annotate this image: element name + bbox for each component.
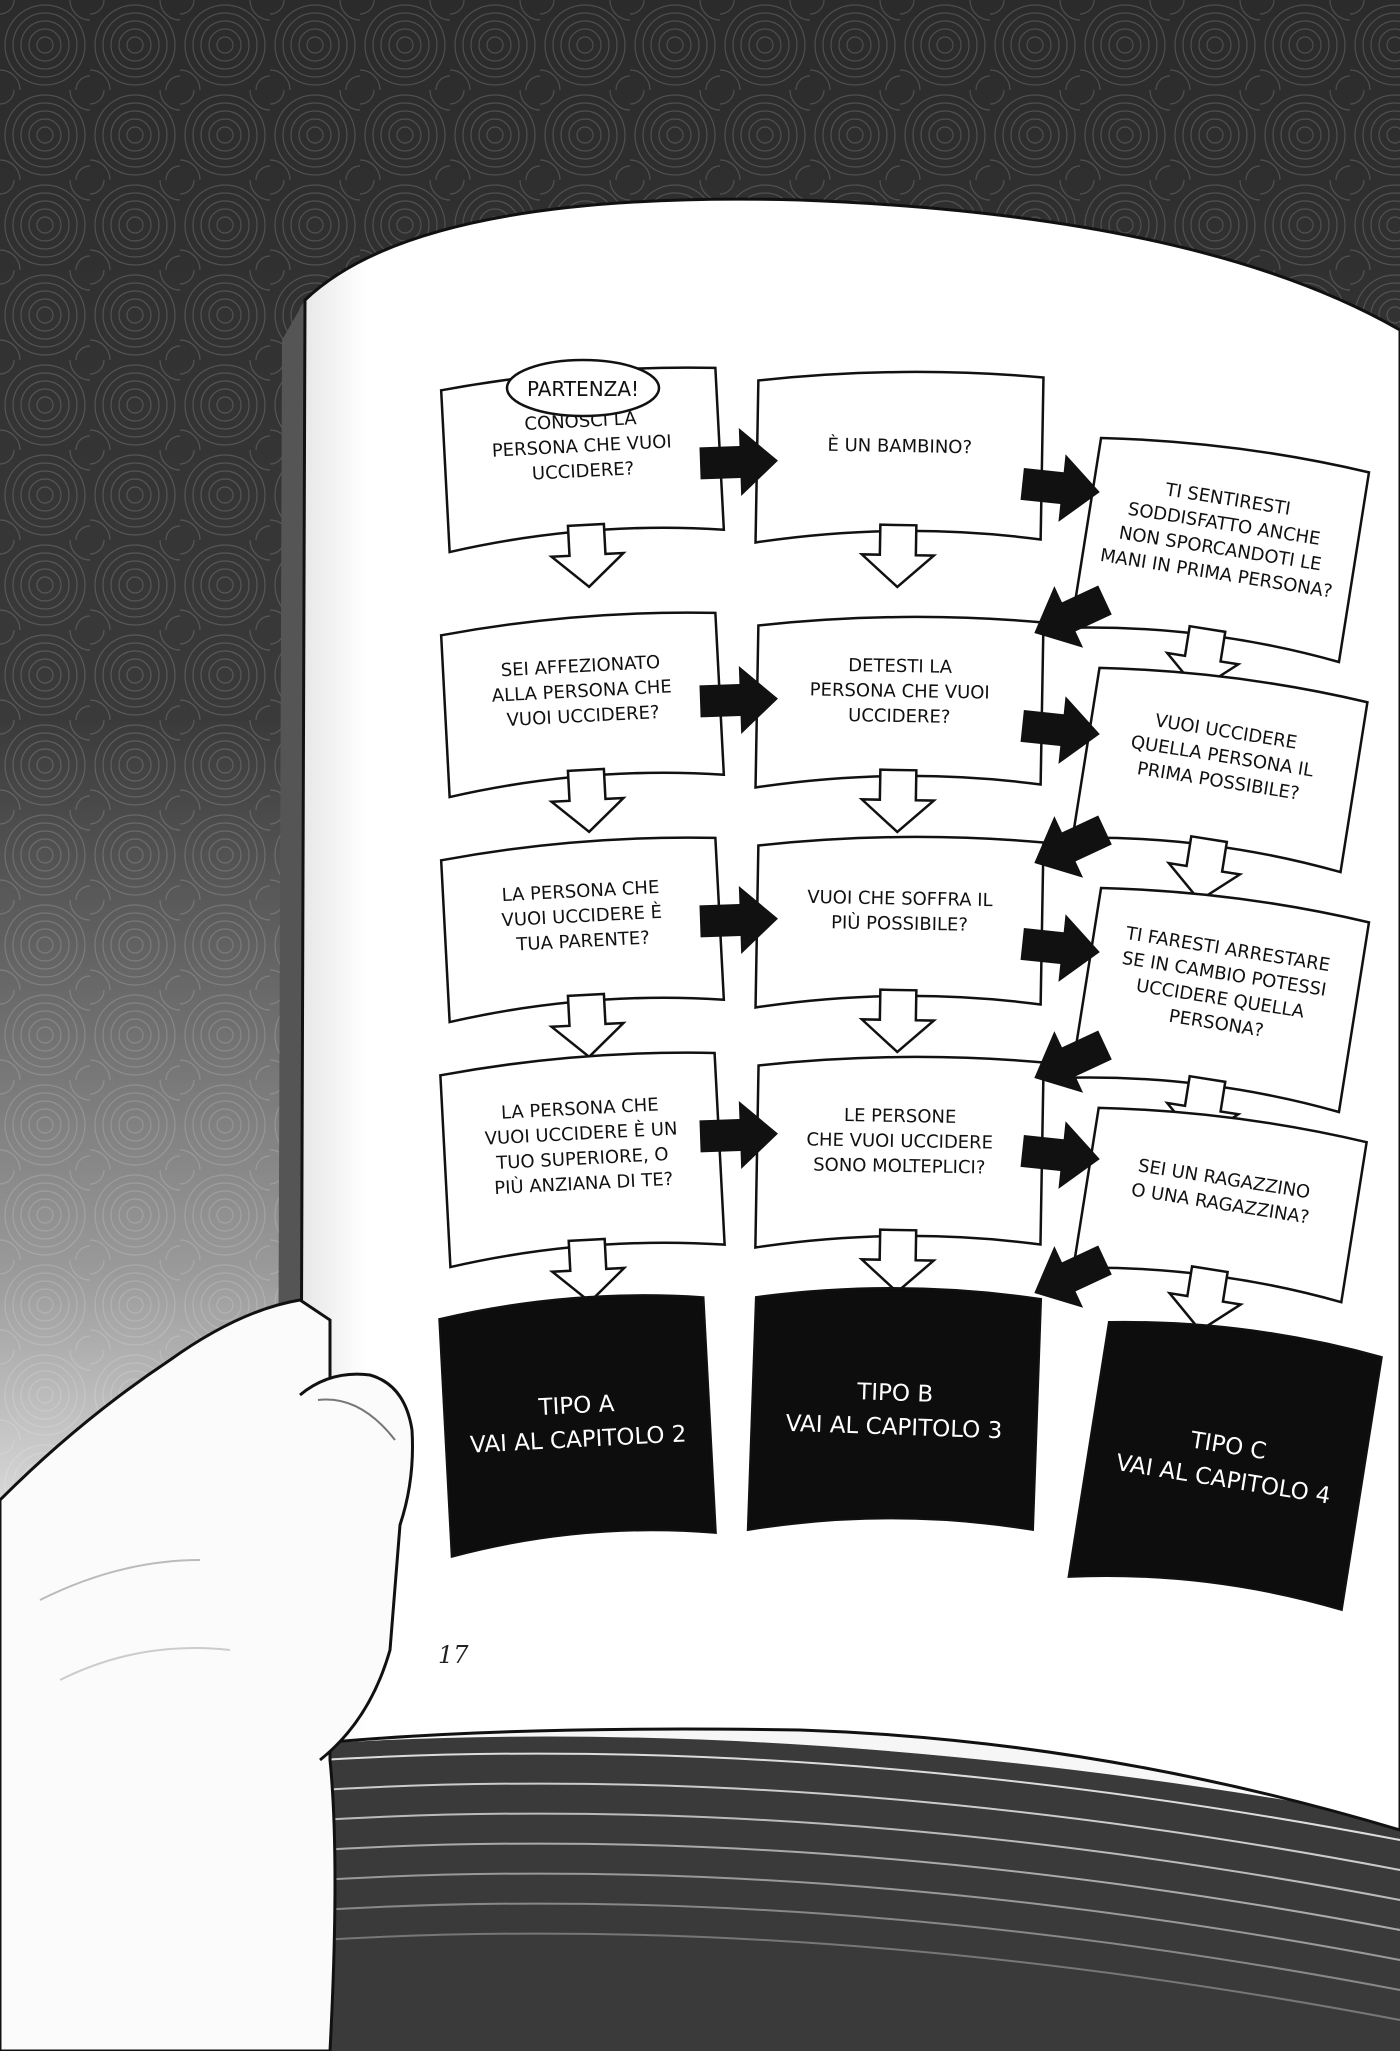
question-line: PIÙ POSSIBILE? — [831, 911, 968, 935]
question-line: LE PERSONE — [844, 1105, 957, 1128]
question-box-frame — [1069, 436, 1371, 664]
right-arrow — [699, 665, 778, 734]
page-stack — [300, 1736, 1400, 2051]
down-arrow — [858, 523, 938, 589]
question-box-frame — [754, 615, 1045, 789]
back-arrow — [1034, 1030, 1112, 1093]
question-box-b1: È UN BAMBINO? — [754, 370, 1045, 589]
question-line: CHE VUOI UCCIDERE — [806, 1129, 993, 1153]
question-box-frame — [754, 370, 1045, 544]
down-arrow — [1166, 1264, 1245, 1333]
question-box-frame — [439, 1051, 726, 1269]
right-arrow — [1020, 914, 1100, 982]
result-block-bg — [746, 1287, 1043, 1532]
down-arrow — [858, 768, 938, 834]
start-bubble — [505, 358, 661, 418]
back-arrow — [1034, 815, 1112, 878]
question-box-frame — [439, 611, 726, 799]
result-line: TIPO B — [856, 1379, 934, 1408]
question-line: UCCIDERE? — [848, 705, 951, 728]
question-box-frame — [754, 835, 1045, 1009]
result-block-bg — [1067, 1320, 1383, 1612]
down-arrow — [1165, 834, 1244, 903]
result-block-bg — [438, 1294, 717, 1559]
right-arrow — [699, 427, 778, 496]
down-arrow — [548, 992, 627, 1059]
question-box-frame — [439, 836, 726, 1024]
back-arrow — [1034, 1245, 1112, 1308]
question-line: VUOI CHE SOFFRA IL — [807, 887, 993, 911]
question-box-frame — [1071, 1106, 1369, 1304]
down-arrow — [858, 988, 938, 1054]
back-arrow — [1034, 585, 1112, 648]
down-arrow — [548, 1237, 628, 1304]
question-line: PERSONA CHE VUOI — [810, 679, 990, 703]
result-line: TIPO A — [537, 1391, 615, 1421]
question-line: SONO MOLTEPLICI? — [813, 1154, 986, 1178]
question-line: È UN BAMBINO? — [827, 434, 972, 459]
down-arrow — [548, 767, 627, 834]
down-arrow — [548, 522, 627, 589]
page-edge-left — [278, 300, 305, 1460]
question-line: DETESTI LA — [848, 655, 953, 678]
question-box-frame — [1071, 666, 1369, 874]
question-box-frame — [1069, 886, 1371, 1114]
hand — [0, 1298, 414, 2051]
right-arrow — [1020, 454, 1100, 522]
right-arrow — [699, 1100, 778, 1169]
start-label: PARTENZA! — [527, 377, 639, 401]
page-number: 17 — [438, 1641, 469, 1669]
down-arrow — [858, 1228, 937, 1294]
right-arrow — [699, 885, 778, 954]
question-box-frame — [754, 1055, 1045, 1249]
right-arrow — [1020, 1121, 1100, 1189]
right-arrow — [1020, 696, 1100, 764]
flowchart-arrows — [699, 427, 1112, 1308]
